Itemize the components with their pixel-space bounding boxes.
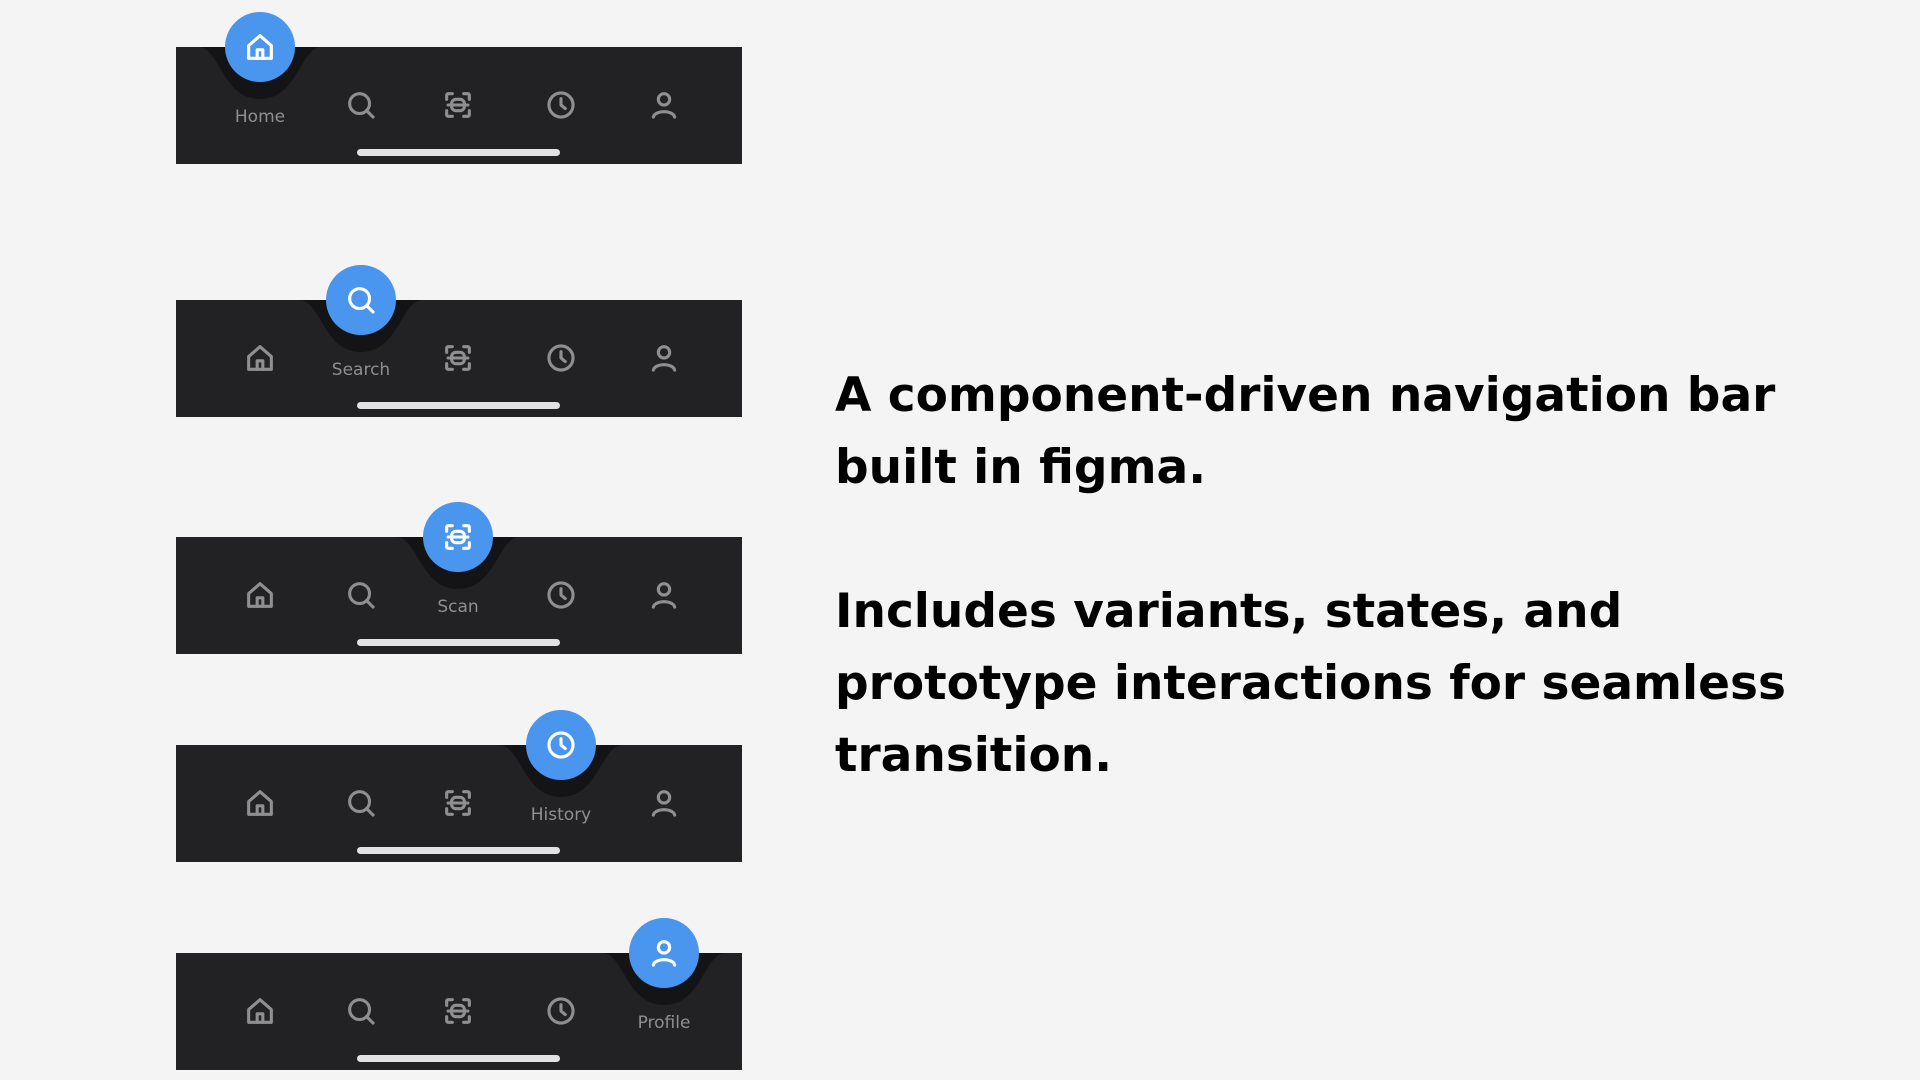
profile-icon[interactable] bbox=[647, 341, 681, 375]
active-scan-button[interactable] bbox=[423, 502, 493, 572]
search-icon[interactable] bbox=[344, 578, 378, 612]
scan-icon bbox=[441, 520, 475, 554]
home-indicator bbox=[357, 1055, 560, 1062]
active-search-button[interactable] bbox=[326, 265, 396, 335]
home-icon[interactable] bbox=[243, 786, 277, 820]
home-indicator bbox=[357, 639, 560, 646]
nav-bar-search-active: Search bbox=[176, 265, 742, 417]
nav-label-profile: Profile bbox=[637, 1013, 691, 1033]
active-profile-button[interactable] bbox=[629, 918, 699, 988]
profile-icon[interactable] bbox=[647, 88, 681, 122]
scan-icon[interactable] bbox=[441, 88, 475, 122]
scan-icon[interactable] bbox=[441, 994, 475, 1028]
profile-icon[interactable] bbox=[647, 786, 681, 820]
home-icon bbox=[243, 30, 277, 64]
profile-icon[interactable] bbox=[647, 578, 681, 612]
history-icon[interactable] bbox=[544, 994, 578, 1028]
search-icon[interactable] bbox=[344, 88, 378, 122]
home-indicator bbox=[357, 402, 560, 409]
nav-label-history: History bbox=[530, 805, 592, 825]
active-history-button[interactable] bbox=[526, 710, 596, 780]
nav-label-search: Search bbox=[331, 360, 391, 380]
history-icon[interactable] bbox=[544, 88, 578, 122]
active-home-button[interactable] bbox=[225, 12, 295, 82]
history-icon[interactable] bbox=[544, 341, 578, 375]
nav-label-scan: Scan bbox=[437, 597, 479, 617]
caption-line-2: Includes variants, states, and prototype… bbox=[835, 584, 1786, 783]
search-icon[interactable] bbox=[344, 994, 378, 1028]
history-icon[interactable] bbox=[544, 578, 578, 612]
nav-bar-profile-active: Profile bbox=[176, 918, 742, 1070]
history-icon bbox=[544, 728, 578, 762]
profile-icon bbox=[647, 936, 681, 970]
nav-bar-scan-active: Scan bbox=[176, 502, 742, 654]
home-icon[interactable] bbox=[243, 578, 277, 612]
nav-bar-history-active: History bbox=[176, 710, 742, 862]
home-indicator bbox=[357, 149, 560, 156]
home-indicator bbox=[357, 847, 560, 854]
scan-icon[interactable] bbox=[441, 341, 475, 375]
nav-label-home: Home bbox=[234, 107, 286, 127]
scan-icon[interactable] bbox=[441, 786, 475, 820]
home-icon[interactable] bbox=[243, 994, 277, 1028]
search-icon bbox=[344, 283, 378, 317]
nav-bar-home-active: Home bbox=[176, 12, 742, 164]
home-icon[interactable] bbox=[243, 341, 277, 375]
caption-line-1: A component-driven navigation bar built … bbox=[835, 368, 1776, 495]
search-icon[interactable] bbox=[344, 786, 378, 820]
